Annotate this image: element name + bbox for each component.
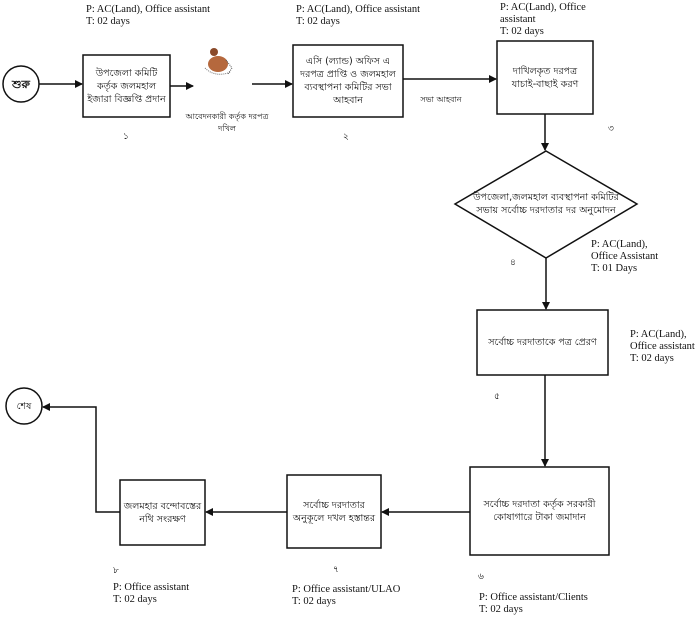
step-1-responsible: P: AC(Land), Office assistant T: 02 days (86, 4, 211, 27)
step-2-box (292, 44, 404, 118)
step-1-number: ১ (123, 132, 129, 142)
step-8-number: ৮ (113, 566, 119, 576)
step-3-responsible: P: AC(Land), Office assistant T: 02 days (500, 2, 586, 37)
step-4-text: উপজেলা,জলমহাল ব্যবস্থাপনা কমিটির সভায় স… (473, 192, 619, 216)
step-7-responsible: P: Office assistant/ULAO T: 02 days (292, 584, 401, 607)
step-2-text: এসি (ল্যান্ড) অফিস এ দরপত্র প্রাপ্তি ও জ… (300, 56, 396, 106)
step-2-responsible: P: AC(Land), Office assistant T: 02 days (296, 4, 421, 27)
step-3-number: ৩ (608, 124, 614, 134)
step-8-responsible: P: Office assistant T: 02 days (113, 582, 190, 605)
step-6-responsible: P: Office assistant/Clients T: 02 days (479, 592, 588, 615)
step-7-number: ৭ (333, 565, 339, 575)
step-5-text: সর্বোচ্চ দরদাতাকে পত্র প্রেরণ (488, 337, 597, 348)
step-8-text: জলমহার বন্দোবস্তের নথি সংরক্ষণ (123, 500, 202, 525)
edge-label-meeting-call: সভা আহবান (420, 94, 462, 104)
arrow-8-end (42, 403, 120, 513)
step-4-responsible: P: AC(Land), Office Assistant T: 01 Days (591, 239, 659, 274)
step-5-responsible: P: AC(Land), Office assistant T: 02 days (630, 329, 695, 364)
person-clipart-icon (204, 48, 233, 75)
step-5-box (476, 309, 609, 376)
step-6-text: সর্বোচ্চ দরদাতা কর্তৃক সরকারী কোষাগারে ট… (483, 499, 596, 523)
edge-label-applicant-submission: আবেদনকারী কর্তৃক দরপত্র দখিল (185, 112, 269, 133)
end-label: শেষ (16, 400, 32, 412)
step-5-number: ৫ (494, 392, 500, 402)
step-7-text: সর্বোচ্চ দরদাতার অনুকূলে দখল হস্তান্তর (292, 499, 376, 524)
step-2-number: ২ (343, 132, 349, 142)
start-label: শুরু (12, 77, 30, 91)
step-4-number: ৪ (510, 258, 516, 268)
step-6-box (469, 466, 610, 556)
step-6-number: ৬ (478, 572, 484, 582)
step-3-text: দাখিলকৃত দরপত্র যাচাই-বাছাই করণ (511, 66, 579, 90)
step-1-text: উপজেলা কমিটি কর্তৃক জলমহাল ইজারা বিজ্ঞপ্… (87, 67, 166, 105)
